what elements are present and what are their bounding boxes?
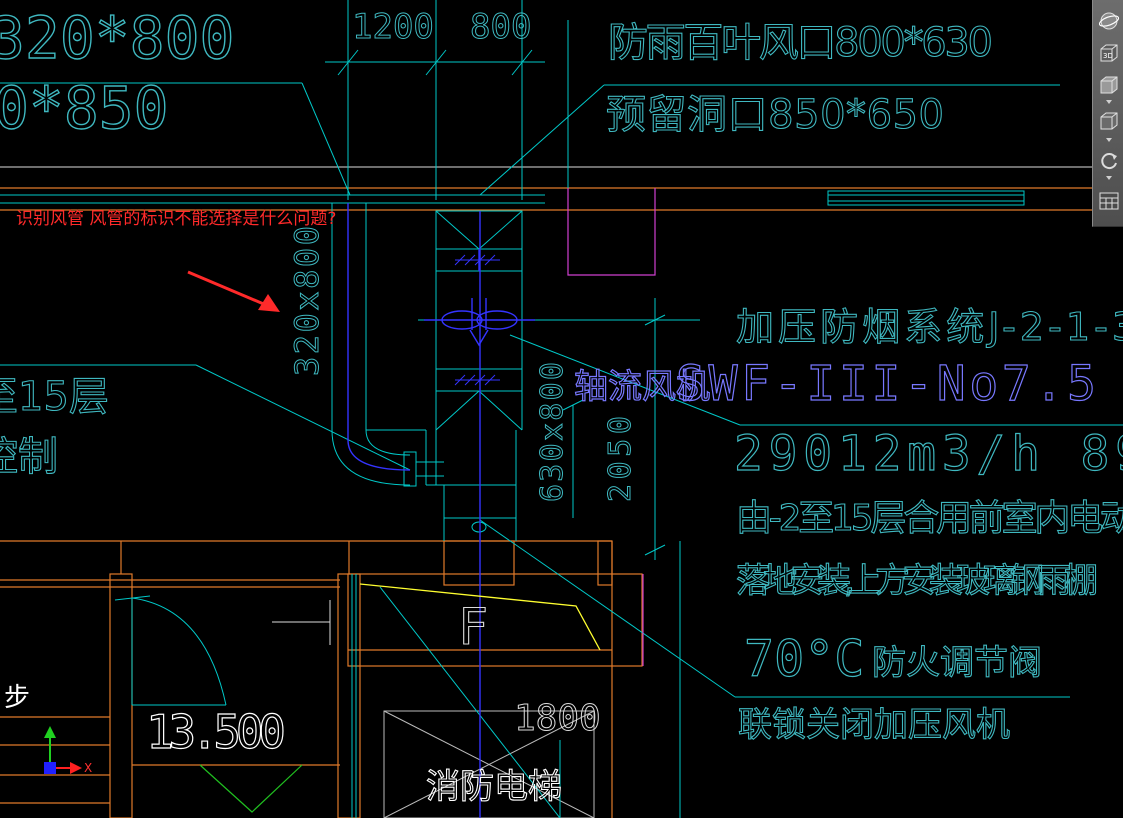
label-letter-f: F bbox=[458, 598, 488, 656]
visual-style-button[interactable] bbox=[1096, 108, 1121, 133]
view-cube-dropdown-icon[interactable] bbox=[1106, 100, 1112, 104]
orange-layer bbox=[0, 187, 1123, 818]
layout-button[interactable] bbox=[1096, 188, 1121, 213]
grid-panel-icon bbox=[1099, 192, 1118, 209]
label-opening: 预留洞口850*650 bbox=[606, 92, 944, 138]
navigation-toolbar: 3D bbox=[1092, 0, 1123, 227]
visual-style-dropdown-icon[interactable] bbox=[1106, 138, 1112, 142]
view-cube-button[interactable] bbox=[1096, 72, 1121, 97]
label-top-left-2: 0*850 bbox=[0, 74, 169, 142]
label-step: 步 bbox=[4, 683, 30, 713]
globe-icon bbox=[1098, 12, 1119, 29]
red-annotation-arrow-icon bbox=[187, 270, 280, 312]
label-louver: 防雨百叶风口800*630 bbox=[608, 20, 993, 66]
label-elevation: 13.500 bbox=[146, 705, 286, 759]
regen-dropdown-icon[interactable] bbox=[1106, 176, 1112, 180]
orbit-button[interactable] bbox=[1096, 8, 1121, 33]
label-note-2: 落地安装,上方安装玻璃钢雨棚 bbox=[736, 561, 1098, 601]
refresh-icon bbox=[1100, 152, 1117, 169]
ucs-x-label: X bbox=[84, 761, 92, 775]
ucs-icon: X Y bbox=[44, 726, 92, 775]
svg-text:3D: 3D bbox=[1103, 52, 1113, 60]
label-damper-temp: 70°C bbox=[744, 630, 864, 688]
label-fan-model: SWF-III-No7.5 bbox=[676, 356, 1096, 412]
label-damper-cn: 防火调节阀 bbox=[872, 643, 1042, 683]
cube-3d-icon: 3D bbox=[1100, 44, 1117, 61]
label-fan-cn: 轴流风机 bbox=[574, 367, 710, 407]
dim-800: 800 bbox=[470, 7, 531, 47]
dim-1200: 1200 bbox=[352, 7, 434, 47]
regen-button[interactable] bbox=[1096, 148, 1121, 173]
magenta-layer bbox=[567, 188, 656, 666]
question-annotation: 识别风管 风管的标识不能选择是什么问题? bbox=[16, 209, 337, 229]
label-interlock: 联锁关闭加压风机 bbox=[738, 705, 1010, 745]
label-system: 加压防烟系统J-2-1-3 bbox=[736, 305, 1123, 349]
yellow-layer bbox=[359, 583, 601, 651]
label-top-left-1: 320*800 bbox=[0, 4, 234, 72]
3d-view-button[interactable]: 3D bbox=[1096, 40, 1121, 65]
label-airflow: 29012m3/h 89 bbox=[734, 426, 1123, 482]
green-layer bbox=[199, 764, 303, 813]
white-layer bbox=[0, 166, 1092, 818]
label-dim-2050: 2050 bbox=[603, 416, 638, 502]
label-control: 控制 bbox=[0, 434, 58, 480]
cube-solid-icon bbox=[1100, 112, 1117, 129]
text-layer: 320*800 0*850 1200 800 防雨百叶风口800*630 预留洞… bbox=[0, 3, 1123, 807]
label-elevator: 消防电梯 bbox=[426, 767, 562, 807]
label-note-1: 由-2至15层合用前室内电动 bbox=[736, 498, 1123, 539]
blue-layer bbox=[347, 203, 535, 818]
label-duct-vertical: 320x800 bbox=[288, 226, 326, 376]
cube-outline-icon bbox=[1100, 76, 1117, 93]
label-floor-15: 至15层 bbox=[0, 374, 109, 420]
label-duct-630: 630x800 bbox=[535, 362, 570, 502]
label-dim-1800: 1800 bbox=[514, 698, 601, 739]
